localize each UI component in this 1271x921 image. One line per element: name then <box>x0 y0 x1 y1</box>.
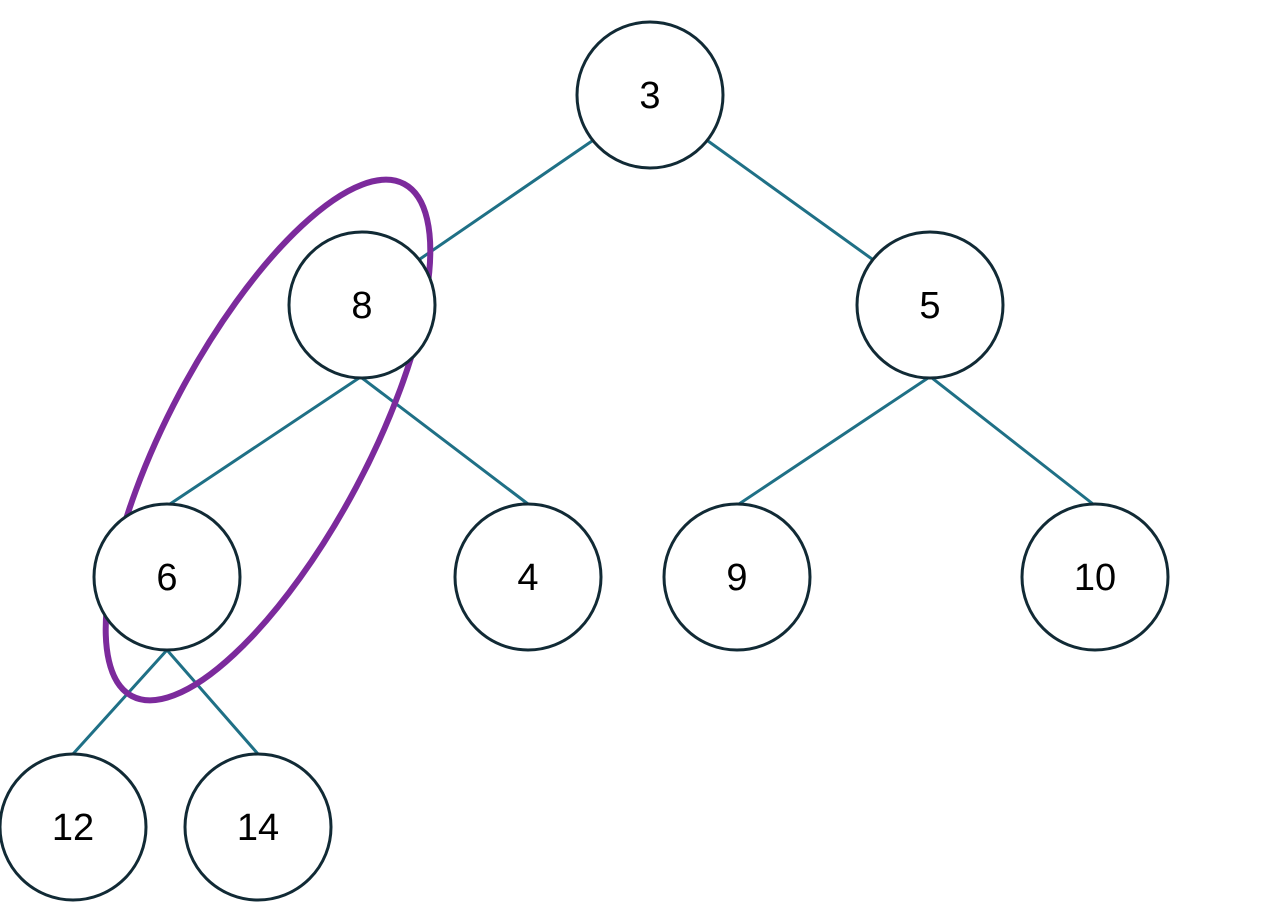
tree-node-14[interactable]: 14 <box>183 752 333 902</box>
tree-node-4[interactable]: 4 <box>453 502 603 652</box>
tree-node-10[interactable]: 10 <box>1020 502 1170 652</box>
nodes-group: 3 8 5 6 4 9 10 12 14 <box>0 20 1170 902</box>
tree-edge-n8-n4 <box>360 376 530 506</box>
node-circle-8[interactable] <box>287 230 437 380</box>
tree-edge-n8-n6 <box>168 376 361 506</box>
node-label-12: 12 <box>52 807 94 849</box>
node-circle-5[interactable] <box>855 230 1005 380</box>
tree-edge-n3-n8 <box>418 139 594 261</box>
node-circle-10[interactable] <box>1020 502 1170 652</box>
node-label-3: 3 <box>639 75 660 117</box>
node-label-5: 5 <box>919 285 940 327</box>
node-label-9: 9 <box>726 557 747 599</box>
highlight-group <box>102 176 434 704</box>
tree-node-6[interactable]: 6 <box>92 502 242 652</box>
tree-edge-n3-n5 <box>706 139 874 261</box>
node-circle-6[interactable] <box>92 502 242 652</box>
tree-node-5[interactable]: 5 <box>855 230 1005 380</box>
node-circle-12[interactable] <box>0 752 148 902</box>
node-circle-9[interactable] <box>662 502 812 652</box>
tree-node-8[interactable]: 8 <box>287 230 437 380</box>
tree-edge-n5-n9 <box>737 376 930 506</box>
tree-edge-n6-n14 <box>165 648 260 756</box>
node-circle-3[interactable] <box>575 20 725 170</box>
edges-group <box>71 139 1095 756</box>
node-label-14: 14 <box>237 807 279 849</box>
tree-node-12[interactable]: 12 <box>0 752 148 902</box>
node-label-8: 8 <box>351 285 372 327</box>
tree-node-3[interactable]: 3 <box>575 20 725 170</box>
subtree-highlight <box>102 176 434 704</box>
node-circle-4[interactable] <box>453 502 603 652</box>
tree-node-9[interactable]: 9 <box>662 502 812 652</box>
node-label-10: 10 <box>1074 557 1116 599</box>
tree-edge-n6-n12 <box>71 648 169 756</box>
tree-edge-n5-n10 <box>930 376 1095 506</box>
node-circle-14[interactable] <box>183 752 333 902</box>
node-label-6: 6 <box>156 557 177 599</box>
node-label-4: 4 <box>517 557 538 599</box>
